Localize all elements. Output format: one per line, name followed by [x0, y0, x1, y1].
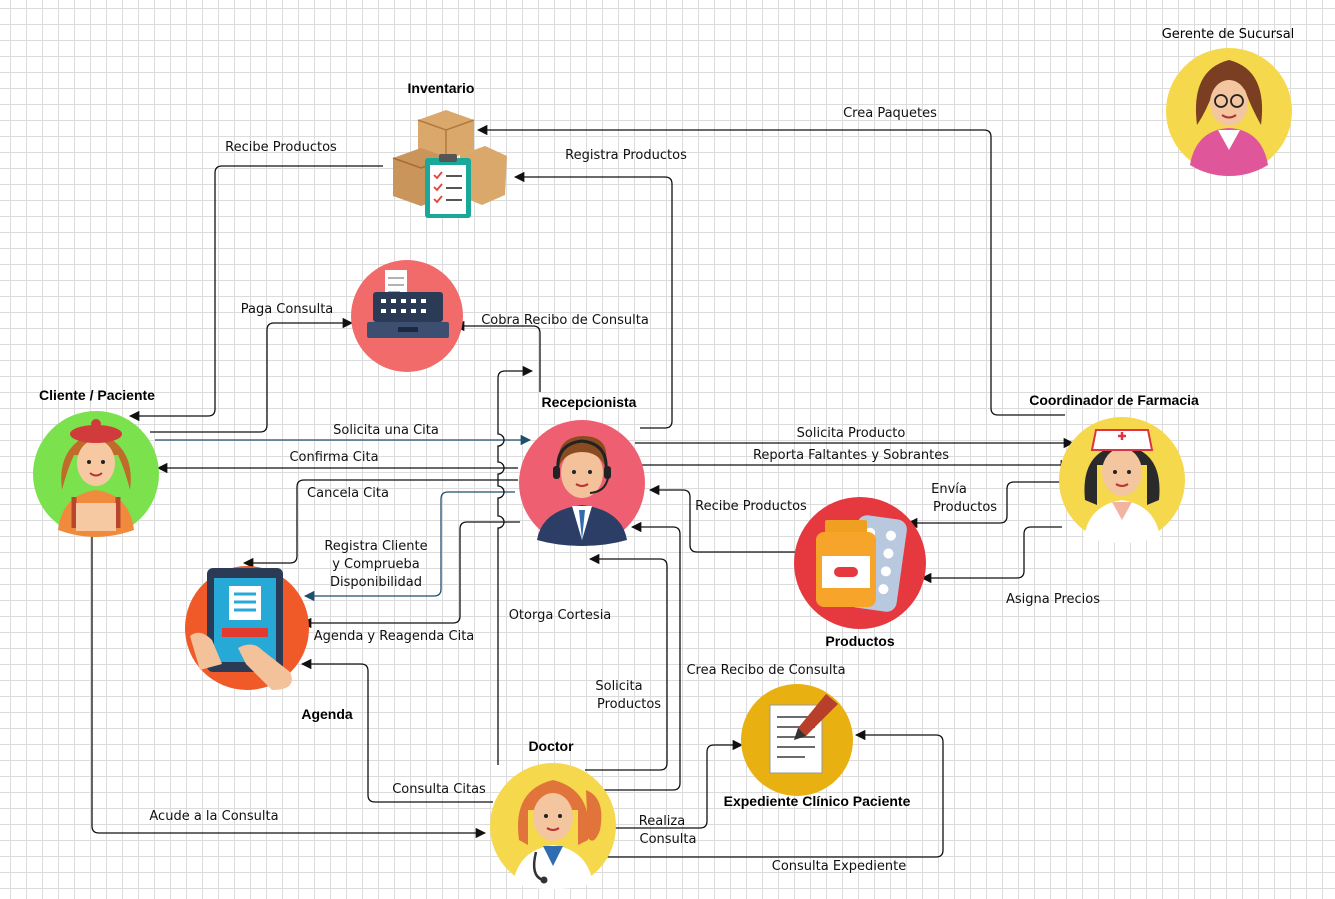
- edge-registra-productos: [513, 171, 673, 429]
- edge-label-solicita-producto: Solicita Producto: [797, 426, 906, 441]
- coordinador-label: Coordinador de Farmacia: [1029, 392, 1199, 408]
- edge-realiza-consulta: [600, 739, 744, 829]
- edge-label-recibe-productos-recep: Recibe Productos: [695, 499, 807, 514]
- edge-label-registra-cliente-2: y Comprueba: [332, 557, 420, 572]
- edge-label-consulta-expediente: Consulta Expediente: [772, 859, 906, 874]
- agenda-label: Agenda: [301, 706, 353, 722]
- recepcionista-label: Recepcionista: [542, 394, 637, 410]
- cliente-label: Cliente / Paciente: [39, 387, 155, 403]
- edge-envia-productos: [906, 481, 1060, 529]
- edge-label-cancela-cita: Cancela Cita: [307, 486, 389, 501]
- edge-label-agenda-reagenda: Agenda y Reagenda Cita: [314, 629, 475, 644]
- edge-label-paga-consulta: Paga Consulta: [241, 302, 334, 317]
- edge-label-envia-productos-1: Envía: [931, 482, 967, 497]
- expediente-label: Expediente Clínico Paciente: [724, 793, 911, 809]
- edge-label-registra-productos: Registra Productos: [565, 148, 687, 163]
- edge-agenda-reagenda: [300, 521, 520, 629]
- recepcionista-avatar: [519, 420, 645, 546]
- gerente-avatar: [1166, 48, 1292, 176]
- inventario-label: Inventario: [408, 80, 475, 96]
- edge-label-registra-cliente-3: Disponibilidad: [330, 575, 422, 590]
- edge-label-crea-paquetes: Crea Paquetes: [843, 106, 937, 121]
- edge-label-reporta-faltantes: Reporta Faltantes y Sobrantes: [753, 448, 949, 463]
- edge-label-solicita-productos-doc-2: Productos: [597, 697, 661, 712]
- edge-otorga-cortesia: [497, 365, 534, 765]
- edge-label-registra-cliente-1: Registra Cliente: [324, 539, 427, 554]
- edge-label-confirma-cita: Confirma Cita: [289, 450, 378, 465]
- edge-cancela-cita: [242, 479, 518, 569]
- edge-recibe-productos-recep: [648, 484, 795, 553]
- edge-crea-paquetes: [476, 124, 1065, 416]
- edge-acude-consulta: [91, 535, 487, 839]
- agenda-icon: [185, 566, 309, 690]
- cash-register-icon: [351, 260, 463, 372]
- edge-solicita-productos-doc: [585, 553, 668, 771]
- productos-icon: [794, 497, 926, 629]
- doctor-avatar: [490, 763, 616, 889]
- edge-asigna-precios: [920, 526, 1062, 584]
- edge-label-realiza-consulta-2: Consulta: [640, 832, 697, 847]
- edge-label-solicita-productos-doc-1: Solicita: [595, 679, 642, 694]
- edge-label-consulta-citas: Consulta Citas: [392, 782, 486, 797]
- edge-label-recibe-productos-cliente: Recibe Productos: [225, 140, 337, 155]
- edge-label-solicita-cita: Solicita una Cita: [333, 423, 439, 438]
- edge-consulta-expediente: [590, 729, 944, 858]
- edge-label-envia-productos-2: Productos: [933, 500, 997, 515]
- edge-consulta-citas: [300, 658, 493, 803]
- coordinador-avatar: [1059, 417, 1185, 543]
- edge-label-cobra-recibo: Cobra Recibo de Consulta: [481, 313, 649, 328]
- edge-label-crea-recibo: Crea Recibo de Consulta: [686, 663, 845, 678]
- edge-label-otorga-cortesia: Otorga Cortesia: [509, 608, 612, 623]
- productos-label: Productos: [825, 633, 894, 649]
- edge-label-asigna-precios: Asigna Precios: [1006, 592, 1100, 607]
- edge-registra-cliente: [303, 491, 515, 602]
- edge-label-acude-consulta: Acude a la Consulta: [149, 809, 278, 824]
- edge-crea-recibo: [590, 521, 681, 791]
- edge-label-realiza-consulta-1: Realiza: [639, 814, 685, 829]
- edge-cobra-recibo: [453, 320, 541, 392]
- doctor-label: Doctor: [528, 738, 574, 754]
- inventory-icon: [392, 110, 507, 218]
- gerente-label: Gerente de Sucursal: [1162, 27, 1295, 42]
- expediente-icon: [741, 684, 853, 796]
- edge-recibe-productos-cliente: [128, 165, 383, 422]
- edge-paga-consulta: [150, 317, 354, 433]
- cliente-avatar: [33, 411, 159, 537]
